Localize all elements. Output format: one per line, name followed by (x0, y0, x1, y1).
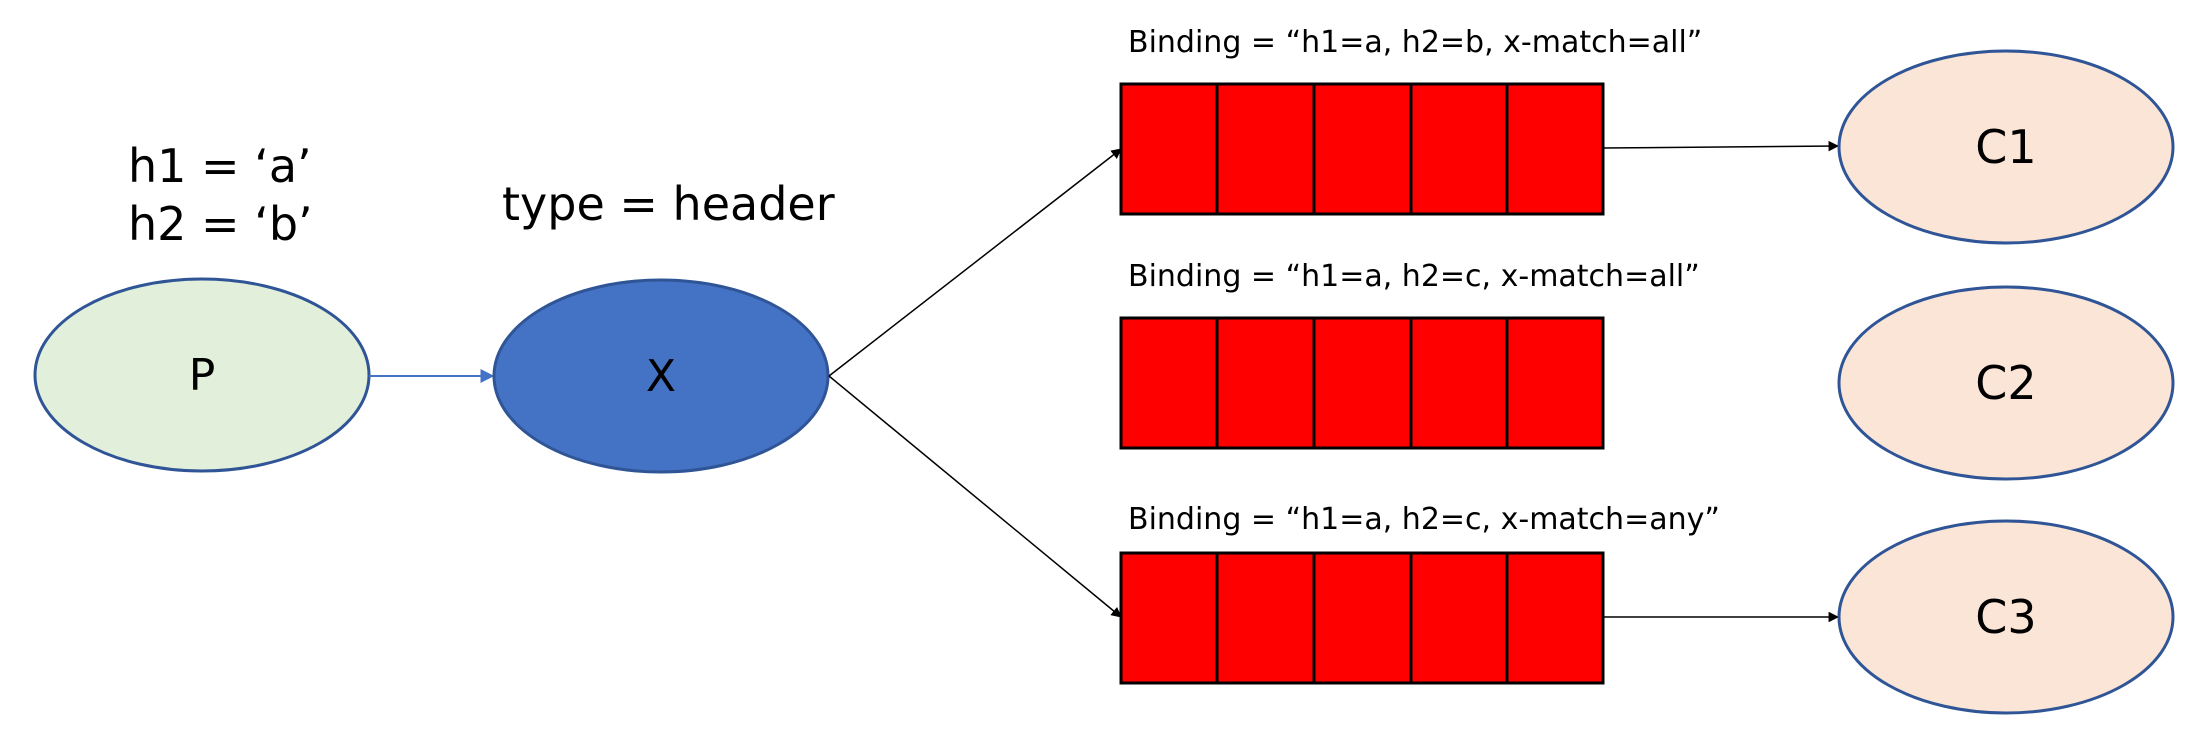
exchange-label: X (646, 351, 676, 402)
queue-1 (1119, 82, 1605, 216)
producer-label: P (189, 350, 216, 401)
queue-2 (1119, 316, 1605, 450)
queue-cell (1505, 82, 1605, 216)
exchange-to-queue-3-arrow (828, 375, 1122, 618)
queue-cell (1409, 316, 1509, 450)
producer-header-h1: h1 = ‘a’ (128, 139, 312, 193)
queue-cell (1312, 551, 1413, 685)
consumer-label-c3: C3 (1975, 590, 2036, 644)
exchange-type-label: type = header (502, 177, 835, 231)
consumer-label-c2: C2 (1975, 356, 2036, 410)
consumer-c2: C2 (1837, 285, 2175, 481)
producer-node: P (33, 277, 371, 473)
binding-label-1: Binding = “h1=a, h2=b, x-match=all” (1128, 25, 1702, 60)
queue-1-to-c1-arrow (1602, 140, 1840, 152)
queue-cell (1119, 551, 1219, 685)
queue-cell (1312, 82, 1413, 216)
queue-cell (1215, 316, 1316, 450)
exchange-node: X (492, 278, 830, 474)
queue-cell (1215, 82, 1316, 216)
consumer-label-c1: C1 (1975, 120, 2036, 174)
queue-cell (1409, 82, 1509, 216)
queue-cell (1409, 551, 1509, 685)
producer-header-h2: h2 = ‘b’ (128, 197, 313, 251)
queue-cell (1505, 551, 1605, 685)
queue-cell (1215, 551, 1316, 685)
queue-cell (1119, 316, 1219, 450)
queue-cell (1312, 316, 1413, 450)
exchange-to-queue-1-arrow (828, 148, 1122, 377)
queue-cell (1505, 316, 1605, 450)
queue-3 (1119, 551, 1605, 685)
binding-label-2: Binding = “h1=a, h2=c, x-match=all” (1128, 259, 1700, 294)
consumer-c3: C3 (1837, 519, 2175, 715)
queue-cell (1119, 82, 1219, 216)
binding-label-3: Binding = “h1=a, h2=c, x-match=any” (1128, 502, 1720, 537)
consumer-c1: C1 (1837, 49, 2175, 245)
